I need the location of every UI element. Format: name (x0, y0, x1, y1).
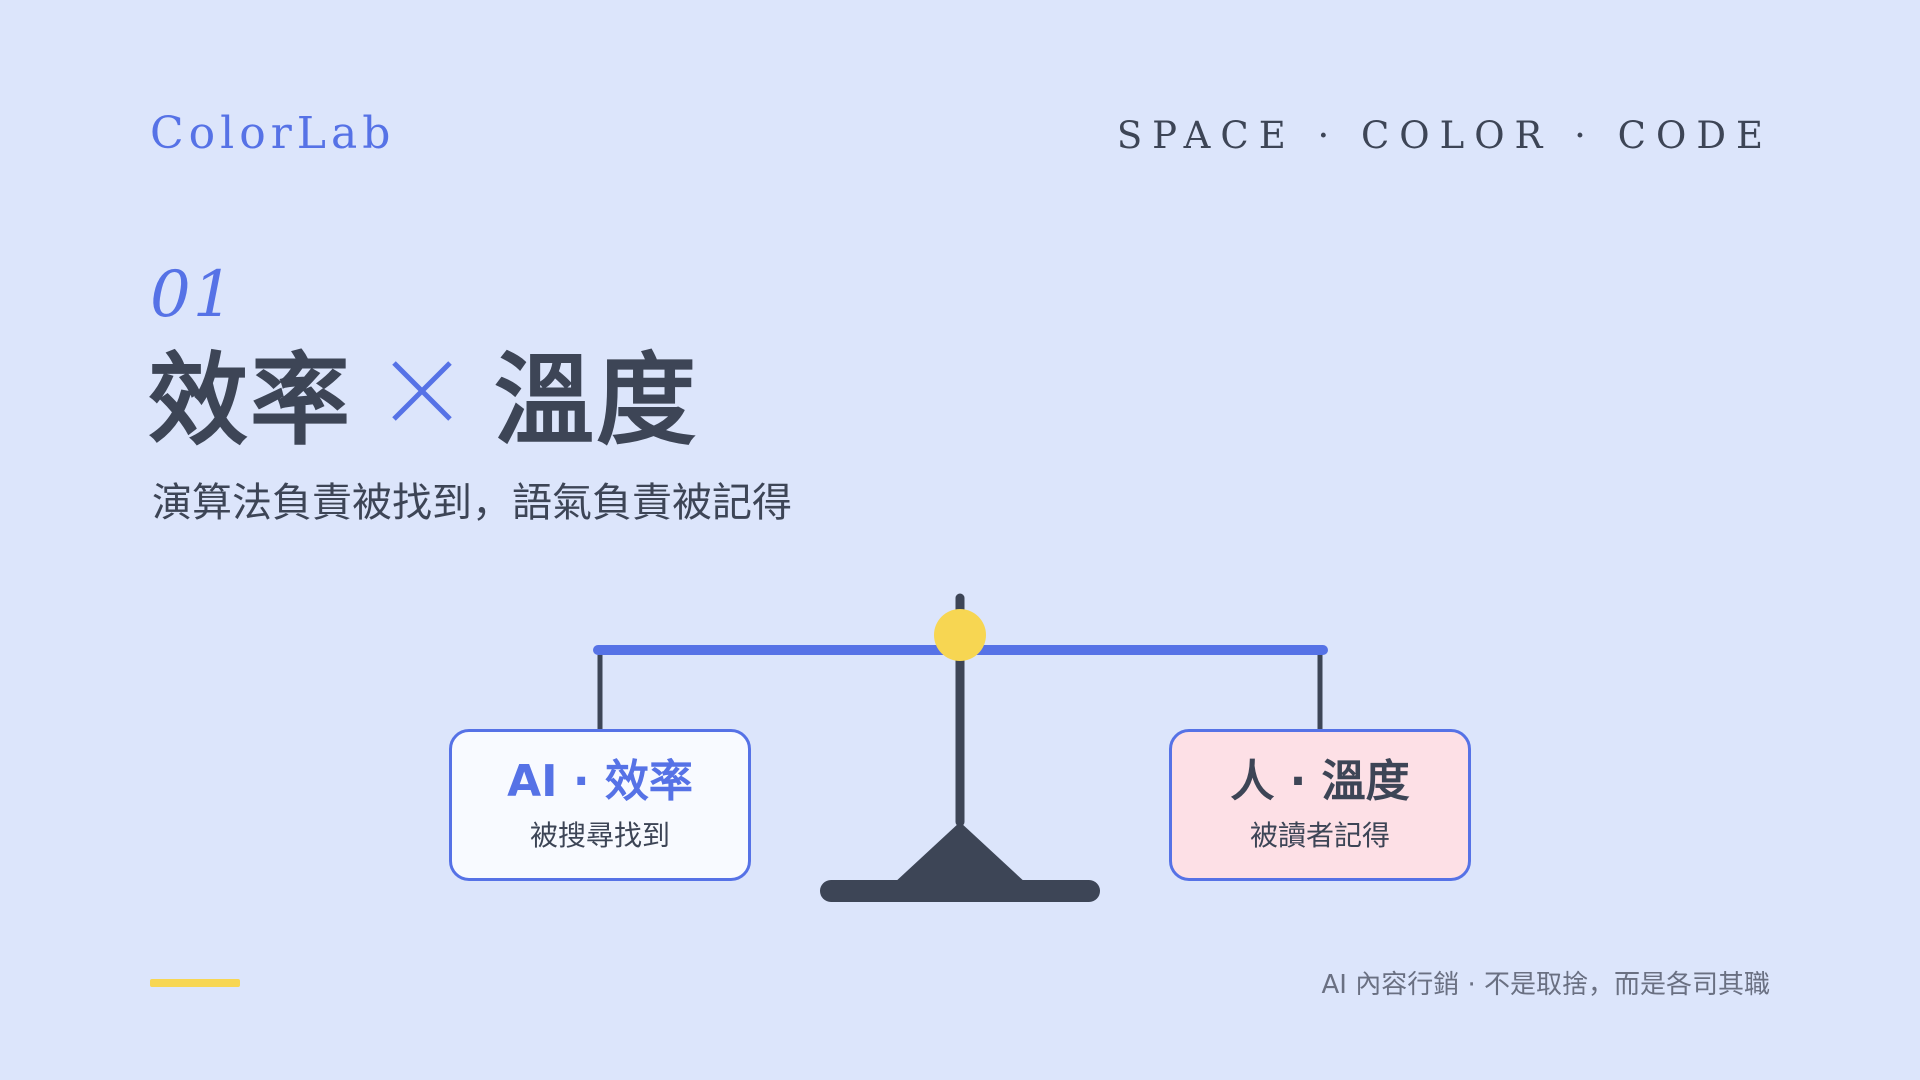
title-right-word: 溫度 (494, 340, 698, 459)
title-left-word: 效率 (148, 340, 352, 459)
page-title: 效率 溫度 (148, 336, 698, 459)
times-icon (392, 361, 452, 421)
footer-caption: AI 內容行銷 · 不是取捨，而是各司其職 (1321, 970, 1770, 1000)
scale-base-bar (820, 880, 1100, 902)
ai-card-subtitle: 被搜尋找到 (529, 819, 670, 852)
human-card-subtitle: 被讀者記得 (1249, 819, 1390, 852)
scale-pivot (934, 609, 986, 661)
footer-accent-line (150, 979, 240, 987)
ai-card-title: AI · 效率 (507, 756, 693, 807)
human-card-title: 人 · 溫度 (1230, 756, 1410, 807)
human-warmth-card: 人 · 溫度 被讀者記得 (1169, 729, 1471, 881)
section-number: 01 (150, 258, 236, 332)
page-subtitle: 演算法負責被找到，語氣負責被記得 (152, 480, 792, 526)
ai-efficiency-card: AI · 效率 被搜尋找到 (449, 729, 751, 881)
header-tagline: SPACE · COLOR · CODE (1116, 114, 1773, 157)
scale-base-triangle (893, 822, 1027, 884)
brand-logo: ColorLab (150, 108, 396, 159)
